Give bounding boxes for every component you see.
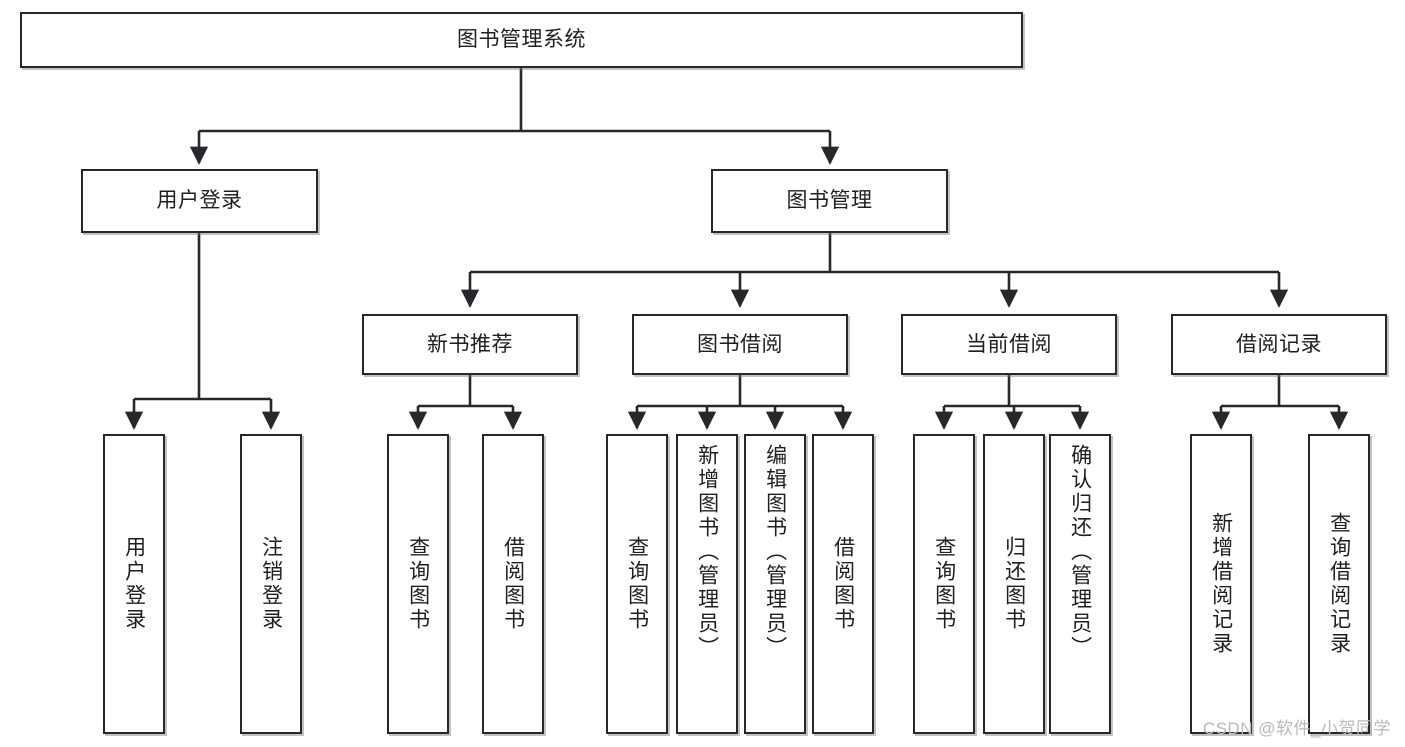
- leaf-logout[interactable]: 注销登录: [240, 434, 302, 734]
- leaf-user-login-label: 用户登录: [122, 536, 146, 632]
- node-book-management-label: 图书管理: [786, 189, 873, 213]
- leaf-return-book-label: 归还图书: [1002, 536, 1026, 632]
- leaf-borrow-book[interactable]: 借阅图书: [812, 434, 874, 734]
- leaf-query-book-new[interactable]: 查询图书: [387, 434, 449, 734]
- leaf-add-borrow-record[interactable]: 新增借阅记录: [1190, 434, 1252, 734]
- node-new-book-recommend[interactable]: 新书推荐: [362, 314, 578, 375]
- leaf-add-book-admin-label: 新增图书（管理员）: [695, 444, 719, 660]
- node-book-borrow-label: 图书借阅: [697, 332, 783, 356]
- leaf-borrow-book-new[interactable]: 借阅图书: [482, 434, 544, 734]
- leaf-add-book-admin[interactable]: 新增图书（管理员）: [676, 434, 738, 734]
- node-book-borrow[interactable]: 图书借阅: [632, 314, 848, 375]
- leaf-return-book[interactable]: 归还图书: [983, 434, 1045, 734]
- node-root[interactable]: 图书管理系统: [20, 12, 1023, 68]
- node-user-login-label: 用户登录: [156, 189, 243, 213]
- node-borrow-record[interactable]: 借阅记录: [1171, 314, 1387, 375]
- leaf-edit-book-admin[interactable]: 编辑图书（管理员）: [744, 434, 806, 734]
- node-user-login[interactable]: 用户登录: [81, 169, 318, 233]
- leaf-query-book-new-label: 查询图书: [406, 536, 430, 632]
- leaf-query-book-current-label: 查询图书: [932, 536, 956, 632]
- node-root-label: 图书管理系统: [457, 28, 586, 52]
- leaf-query-borrow-record-label: 查询借阅记录: [1327, 512, 1351, 656]
- node-borrow-record-label: 借阅记录: [1236, 332, 1322, 356]
- leaf-query-book-current[interactable]: 查询图书: [913, 434, 975, 734]
- leaf-confirm-return-admin-label: 确认归还（管理员）: [1068, 444, 1092, 660]
- node-current-borrow-label: 当前借阅: [966, 332, 1052, 356]
- leaf-query-borrow-record[interactable]: 查询借阅记录: [1308, 434, 1370, 734]
- leaf-add-borrow-record-label: 新增借阅记录: [1209, 512, 1233, 656]
- leaf-user-login[interactable]: 用户登录: [103, 434, 165, 734]
- leaf-edit-book-admin-label: 编辑图书（管理员）: [763, 444, 787, 660]
- node-book-management[interactable]: 图书管理: [711, 169, 948, 233]
- leaf-borrow-book-new-label: 借阅图书: [501, 536, 525, 632]
- leaf-logout-label: 注销登录: [259, 536, 283, 632]
- leaf-query-book[interactable]: 查询图书: [606, 434, 668, 734]
- node-current-borrow[interactable]: 当前借阅: [901, 314, 1117, 375]
- leaf-query-book-label: 查询图书: [625, 536, 649, 632]
- leaf-confirm-return-admin[interactable]: 确认归还（管理员）: [1049, 434, 1111, 734]
- leaf-borrow-book-label: 借阅图书: [831, 536, 855, 632]
- node-new-book-recommend-label: 新书推荐: [427, 332, 513, 356]
